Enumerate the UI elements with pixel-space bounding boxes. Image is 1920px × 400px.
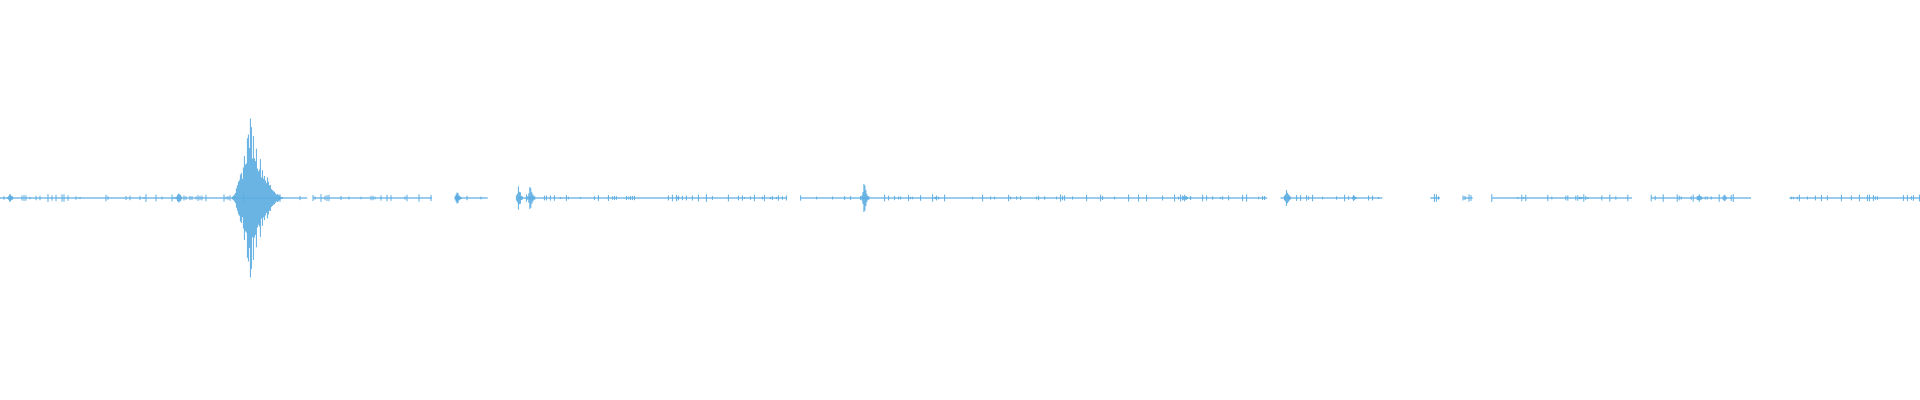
audio-waveform <box>0 118 1920 278</box>
audio-waveform-panel <box>0 118 1920 278</box>
